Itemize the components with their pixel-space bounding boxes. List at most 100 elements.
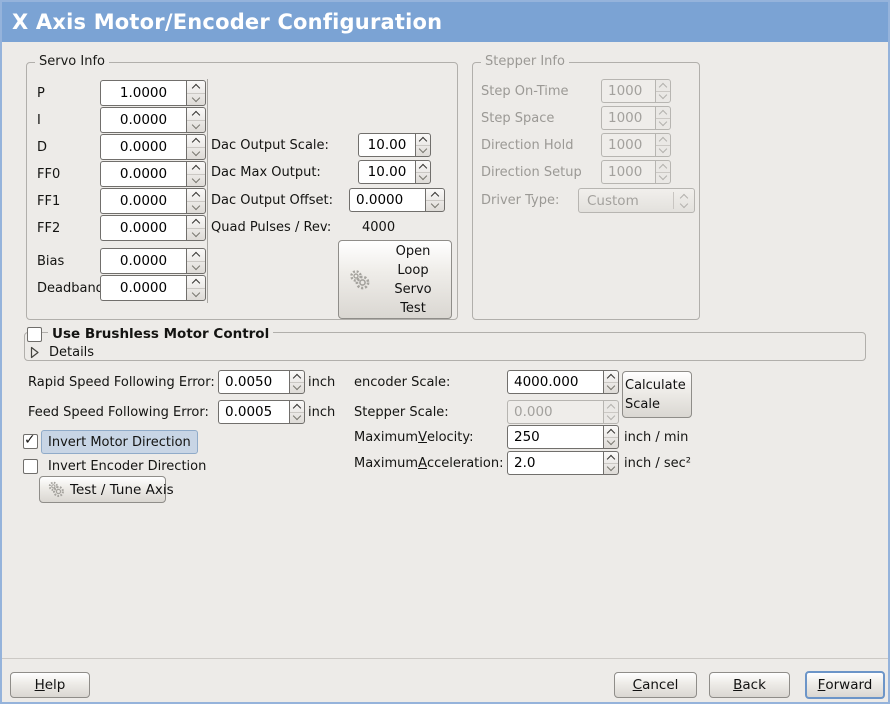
servo-column-separator	[207, 79, 208, 303]
spin-up-button	[656, 161, 670, 172]
chevron-down-icon	[606, 412, 616, 421]
feed-following-error-label: Feed Speed Following Error:	[28, 404, 209, 420]
invert-motor-checkbox[interactable]	[23, 432, 38, 449]
i-input[interactable]: 0.0000	[100, 107, 186, 133]
ff1-input[interactable]: 0.0000	[100, 188, 186, 214]
spin-up-button[interactable]	[187, 249, 205, 261]
encoder-scale-input[interactable]: 4000.000	[507, 370, 603, 394]
spin-down-button[interactable]	[187, 227, 205, 241]
chevron-up-icon	[191, 192, 201, 201]
use-brushless-checkbox[interactable]	[27, 327, 42, 342]
details-expander[interactable]: Details	[29, 344, 94, 360]
spin-down-button[interactable]	[290, 411, 304, 424]
spin-up-button[interactable]	[416, 134, 430, 145]
spin-up-button[interactable]	[187, 81, 205, 93]
bias-label: Bias	[37, 253, 65, 269]
spin-up-button[interactable]	[187, 216, 205, 228]
spin-down-button[interactable]	[604, 436, 618, 449]
spin-up-button[interactable]	[187, 276, 205, 288]
spin-up-button[interactable]	[290, 401, 304, 412]
use-brushless-label[interactable]: Use Brushless Motor Control	[48, 324, 274, 344]
spin-up-button[interactable]	[187, 189, 205, 201]
spin-up-button[interactable]	[604, 371, 618, 382]
calculate-scale-button[interactable]: Calculate Scale	[622, 371, 692, 418]
acceleration-unit-label: inch / sec²	[624, 455, 692, 471]
test-tune-axis-button[interactable]: Test / Tune Axis	[39, 476, 174, 503]
stepper-scale-input: 0.000	[507, 400, 603, 424]
chevron-down-icon	[658, 118, 668, 127]
chevron-up-icon	[191, 219, 201, 228]
feed-following-error-input[interactable]: 0.0005	[218, 400, 289, 424]
bias-input[interactable]: 0.0000	[100, 248, 186, 274]
spin-down-button[interactable]	[187, 92, 205, 106]
chevron-down-icon	[191, 228, 201, 237]
chevron-down-icon	[679, 199, 689, 208]
p-input[interactable]: 1.0000	[100, 80, 186, 106]
ff0-input[interactable]: 0.0000	[100, 161, 186, 187]
spin-up-button[interactable]	[290, 371, 304, 382]
stepper-scale-label: Stepper Scale:	[354, 404, 449, 420]
footer-separator	[2, 658, 888, 659]
details-label: Details	[49, 344, 95, 360]
dac-output-scale-input[interactable]: 10.00	[358, 133, 415, 157]
invert-encoder-label[interactable]: Invert Encoder Direction	[48, 458, 207, 474]
feed-unit-label: inch	[308, 404, 336, 420]
d-input[interactable]: 0.0000	[100, 134, 186, 160]
dac-max-output-label: Dac Max Output:	[211, 164, 321, 180]
step-on-time-label: Step On-Time	[481, 83, 569, 99]
chevron-down-icon	[418, 145, 428, 154]
spin-up-button[interactable]	[187, 135, 205, 147]
spin-down-button[interactable]	[416, 144, 430, 157]
spin-down-button[interactable]	[187, 146, 205, 160]
deadband-input[interactable]: 0.0000	[100, 275, 186, 301]
ff2-input[interactable]: 0.0000	[100, 215, 186, 241]
direction-hold-label: Direction Hold	[481, 137, 574, 153]
dac-output-offset-input[interactable]: 0.0000	[349, 188, 425, 212]
expander-triangle-icon	[30, 346, 39, 358]
maximum-velocity-input[interactable]: 250	[507, 425, 603, 449]
quad-pulses-label: Quad Pulses / Rev:	[211, 219, 332, 235]
combo-separator	[673, 192, 674, 209]
spin-down-button[interactable]	[187, 287, 205, 301]
spin-up-button[interactable]	[604, 452, 618, 463]
p-spinbox: 1.0000	[100, 80, 206, 106]
open-loop-servo-test-button[interactable]: Open Loop Servo Test	[338, 240, 452, 319]
chevron-down-icon	[418, 172, 428, 181]
maximum-acceleration-input[interactable]: 2.0	[507, 451, 603, 475]
spin-down-button[interactable]	[187, 173, 205, 187]
spin-down-button[interactable]	[290, 381, 304, 394]
chevron-down-icon	[292, 382, 302, 391]
spin-down-button[interactable]	[416, 171, 430, 184]
spin-down-button[interactable]	[187, 260, 205, 274]
ff0-spinbox: 0.0000	[100, 161, 206, 187]
chevron-down-icon	[658, 172, 668, 181]
dac-max-output-input[interactable]: 10.00	[358, 160, 415, 184]
chevron-up-icon	[191, 252, 201, 261]
spin-up-button	[604, 401, 618, 412]
chevron-up-icon	[191, 279, 201, 288]
spin-up-button[interactable]	[416, 161, 430, 172]
spin-down-button[interactable]	[426, 199, 444, 212]
spin-up-button[interactable]	[187, 108, 205, 120]
stepper-info-legend: Stepper Info	[481, 54, 569, 69]
velocity-unit-label: inch / min	[624, 429, 689, 445]
spin-up-button[interactable]	[426, 189, 444, 200]
spin-down-button[interactable]	[604, 462, 618, 475]
spin-up-button[interactable]	[187, 162, 205, 174]
invert-motor-label[interactable]: Invert Motor Direction	[41, 430, 198, 454]
rapid-following-error-input[interactable]: 0.0050	[218, 370, 289, 394]
chevron-down-icon	[191, 288, 201, 297]
encoder-scale-label: encoder Scale:	[354, 374, 451, 390]
dac-output-offset-label: Dac Output Offset:	[211, 192, 333, 208]
spin-up-button[interactable]	[604, 426, 618, 437]
invert-encoder-checkbox[interactable]	[23, 459, 38, 474]
spin-down-button[interactable]	[604, 381, 618, 394]
spin-down-button[interactable]	[187, 200, 205, 214]
spin-down-button[interactable]	[187, 119, 205, 133]
